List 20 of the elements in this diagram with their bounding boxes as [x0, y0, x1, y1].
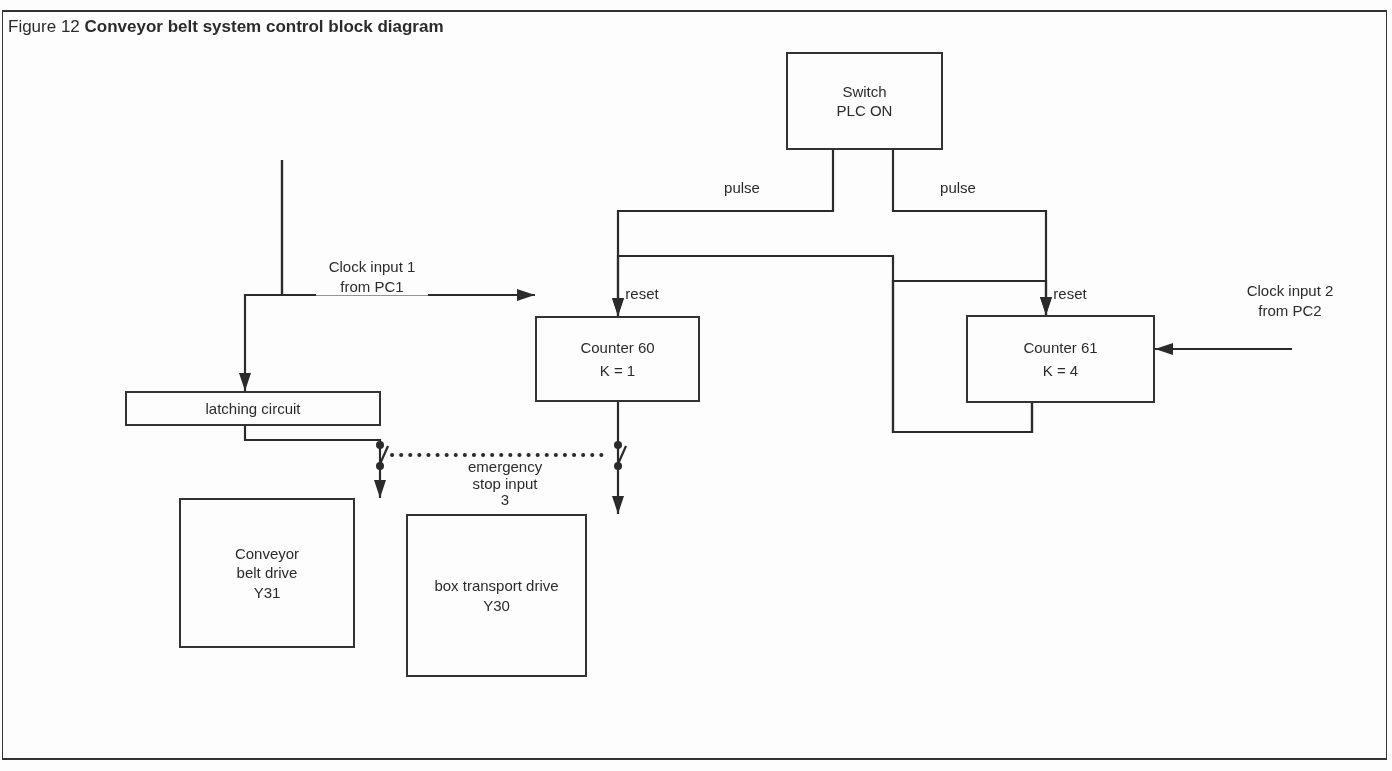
block-label: latching circuit: [205, 398, 301, 419]
block-label: box transport drive Y30: [433, 576, 560, 615]
block-box: [786, 52, 943, 150]
block-box: [179, 498, 355, 648]
arrow: [612, 402, 624, 514]
block-box: [125, 391, 381, 426]
arrow: [239, 160, 284, 391]
block-label: K = 4: [1042, 361, 1079, 381]
block-box: [966, 315, 1155, 403]
block-label: Conveyor belt drive Y31: [233, 543, 301, 603]
block-label: Counter 61: [1023, 337, 1098, 357]
arrow: [891, 279, 1052, 434]
arrow: [243, 426, 386, 498]
block-box: [535, 316, 700, 402]
block-label: K = 1: [599, 361, 636, 381]
arrow: [1155, 343, 1292, 355]
block-label: Counter 60: [580, 337, 655, 357]
block-box: [406, 514, 587, 677]
block-label: Switch PLC ON: [835, 81, 894, 121]
figure-title: Figure 12 Conveyor belt system control block diagram: [8, 17, 444, 37]
